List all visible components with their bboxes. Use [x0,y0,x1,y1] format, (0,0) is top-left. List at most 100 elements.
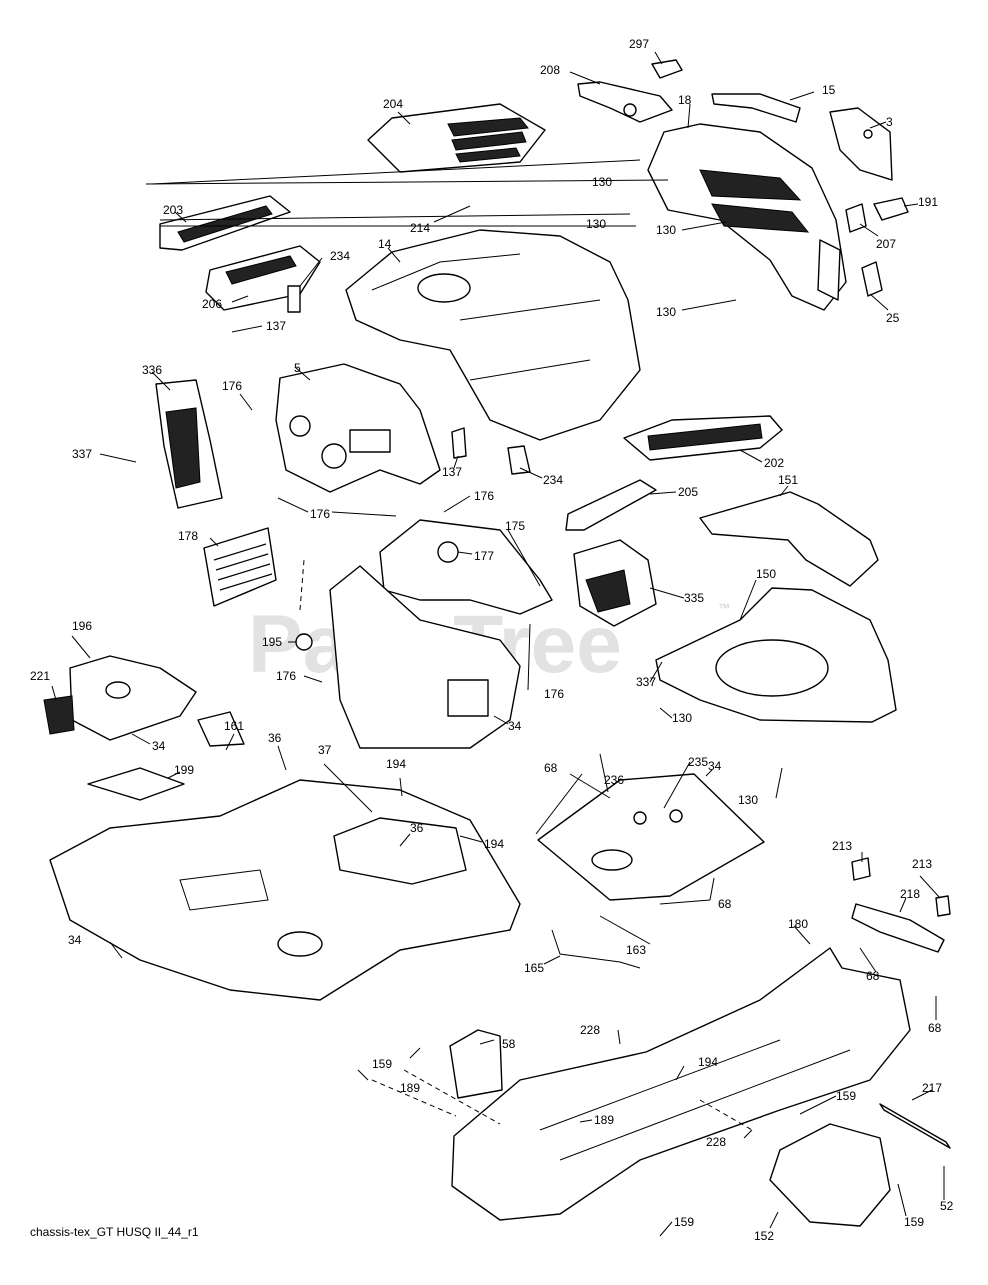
callout-leaders [51,51,945,1237]
callout-195: 195 [262,635,282,649]
callout-137-b: 137 [442,465,462,479]
bracket-58 [449,1029,503,1099]
pan-150 [655,587,897,723]
callout-52: 52 [940,1199,954,1213]
rod-217 [879,1103,951,1149]
vent-202 [623,415,783,461]
callout-152: 152 [754,1229,774,1243]
plate-199 [87,767,185,801]
callout-68-d: 68 [928,1021,942,1035]
callout-189-a: 189 [400,1081,420,1095]
callout-18: 18 [678,93,692,107]
decal-221 [43,695,75,735]
panel-335 [573,539,657,627]
panel-336 [155,379,223,509]
trim-strip-15 [711,93,801,123]
grille-18 [647,123,847,311]
callout-36-a: 36 [268,731,282,745]
watermark-trademark: ™ [718,601,730,615]
callout-15: 15 [822,83,836,97]
callout-196: 196 [72,619,92,633]
callout-205: 205 [678,485,698,499]
callout-202: 202 [764,456,784,470]
callout-336: 336 [142,363,162,377]
rod-165 [551,929,641,969]
callout-3: 3 [886,115,893,129]
callout-234-a: 234 [330,249,350,263]
callout-68-b: 68 [718,897,732,911]
callout-214: 214 [410,221,430,235]
callout-228-b: 228 [706,1135,726,1149]
callout-235: 235 [688,755,708,769]
bracket-218 [851,903,945,953]
support-175 [379,519,553,615]
callout-159-d: 159 [904,1215,924,1229]
callout-221: 221 [30,669,50,683]
callout-176-c: 176 [310,507,330,521]
callout-163: 163 [626,943,646,957]
callout-58: 58 [502,1037,516,1051]
vent-203 [159,195,291,251]
decal-234-upper [287,285,301,313]
callout-159-b: 159 [836,1089,856,1103]
bracket-151 [699,491,879,587]
bracket-205 [565,479,657,531]
callout-5: 5 [294,361,301,375]
callout-25: 25 [886,311,900,325]
callout-162-c: 34 [68,933,82,947]
callout-130-e: 130 [672,711,692,725]
callout-178: 178 [178,529,198,543]
callout-150: 150 [756,567,776,581]
callout-labels: 297 208 18 15 3 204 130 191 207 203 130 … [30,37,954,1243]
callout-176-d: 176 [276,669,296,683]
callout-37: 37 [318,743,332,757]
callout-217: 217 [922,1081,942,1095]
grille-178 [203,527,277,607]
knob-213-left [851,857,871,881]
callout-297: 297 [629,37,649,51]
callout-180: 180 [788,917,808,931]
callout-176-e: 176 [544,687,564,701]
callout-176-a: 176 [222,379,242,393]
bracket-208 [577,81,673,123]
callout-162-a: 34 [508,719,522,733]
callout-137-a: 137 [266,319,286,333]
callout-234-b: 234 [543,473,563,487]
callout-208: 208 [540,63,560,77]
hood-14 [345,229,641,441]
callout-130-f: 130 [738,793,758,807]
callout-189-b: 189 [594,1113,614,1127]
guard-152 [769,1123,891,1227]
callout-213-a: 213 [832,839,852,853]
callout-213-b: 213 [912,857,932,871]
callout-207: 207 [876,237,896,251]
callout-204: 204 [383,97,403,111]
callout-203: 203 [163,203,183,217]
callout-165: 165 [524,961,544,975]
fender-37 [49,779,521,1001]
diagram-footer-caption: chassis-tex_GT HUSQ II_44_r1 [30,1225,199,1239]
trim-25 [861,261,883,297]
callout-161: 161 [224,719,244,733]
callout-194-a: 194 [386,757,406,771]
callout-175: 175 [505,519,525,533]
clip-137-mid [451,427,467,459]
callout-337-b: 337 [636,675,656,689]
hood-insert-204 [367,103,546,173]
callout-236: 236 [604,773,624,787]
callout-159-a: 159 [372,1057,392,1071]
callout-14: 14 [378,237,392,251]
callout-130-c: 130 [656,223,676,237]
callout-191: 191 [918,195,938,209]
callout-68-c: 68 [866,969,880,983]
bracket-3 [829,107,893,181]
callout-34: 34 [708,759,722,773]
callout-206: 206 [202,297,222,311]
frame-180 [451,947,911,1221]
callout-228-a: 228 [580,1023,600,1037]
decal-234-lower [507,445,531,475]
callout-130-a: 130 [592,175,612,189]
knob-213-right [935,895,951,917]
